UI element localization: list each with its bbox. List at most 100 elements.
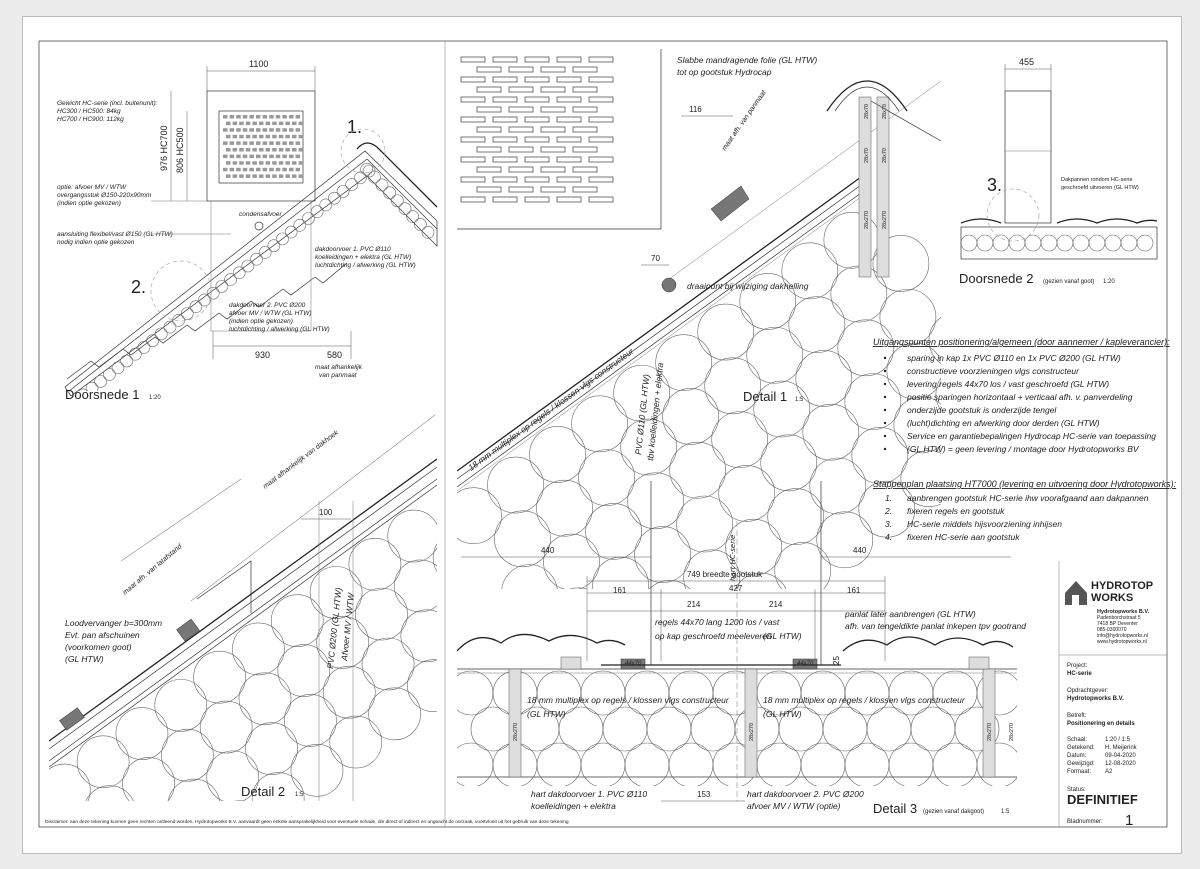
meta-value: 1:20 / 1:5 bbox=[1105, 737, 1131, 743]
subtitle-detail-3: (gezien vanaf dakgoot) bbox=[923, 809, 984, 815]
sheet-number: 1 bbox=[1125, 812, 1133, 829]
subtitle-doorsnede-2: (gezien vanaf goot) bbox=[1043, 279, 1094, 285]
section-detail-2: 100 Loodvervanger b=300mm Evt. pan afsch… bbox=[49, 414, 437, 801]
svg-text:koelleidingen + elektra (GL HT: koelleidingen + elektra (GL HTW) bbox=[315, 254, 411, 261]
stap-number: 4. bbox=[885, 532, 892, 542]
marker-1: 1. bbox=[347, 117, 362, 137]
svg-text:maat afh. van panmaat: maat afh. van panmaat bbox=[721, 89, 768, 153]
svg-text:van panmaat: van panmaat bbox=[319, 372, 358, 379]
svg-text:153: 153 bbox=[697, 790, 711, 799]
svg-text:maat afhankelijk: maat afhankelijk bbox=[315, 364, 363, 371]
drawing-sheet: 1100 976 HC700 806 HC500 930 580 Gewicht… bbox=[22, 16, 1182, 854]
stap-number: 1. bbox=[885, 493, 892, 503]
uitgang-item: Service en garantiebepalingen Hydrocap H… bbox=[907, 431, 1156, 441]
unit-grille bbox=[223, 115, 304, 178]
svg-text:28x70: 28x70 bbox=[864, 104, 870, 119]
disclaimer: Disclaimer: aan deze tekening kunnen gee… bbox=[45, 819, 570, 825]
svg-text:28x270: 28x270 bbox=[749, 723, 755, 741]
svg-text:Opdrachtgever:: Opdrachtgever: bbox=[1067, 688, 1109, 694]
svg-text:28x70: 28x70 bbox=[864, 148, 870, 163]
svg-text:Betreft:: Betreft: bbox=[1067, 713, 1087, 719]
svg-text:HYDROTOP: HYDROTOP bbox=[1091, 580, 1153, 592]
address-line: 085-0300070 bbox=[1097, 627, 1127, 633]
svg-text:28x70: 28x70 bbox=[882, 148, 888, 163]
dim-1100: 1100 bbox=[249, 59, 268, 69]
svg-text:(GL HTW): (GL HTW) bbox=[65, 654, 104, 664]
hc-unit-front bbox=[206, 90, 316, 332]
bullet-icon bbox=[883, 408, 887, 412]
scale-detail-3: 1:5 bbox=[1001, 809, 1010, 815]
svg-text:(indien optie gekozen): (indien optie gekozen) bbox=[229, 318, 293, 325]
svg-text:maat afhankelijk van dakhoek: maat afhankelijk van dakhoek bbox=[262, 429, 340, 490]
stap-item: fixeren regels en gootstuk bbox=[907, 506, 1005, 516]
bullet-icon bbox=[883, 395, 887, 399]
note-dakpannen: Dakpannen rondom HC-serie bbox=[1061, 177, 1133, 183]
svg-text:WORKS: WORKS bbox=[1091, 592, 1133, 604]
section-doorsnede-2: 455 3. Dakpannen rondom HC-serie geschro… bbox=[959, 57, 1158, 286]
notes-block: Uitgangspunten positionering/algemeen (d… bbox=[873, 337, 1177, 542]
svg-text:HC300 / HC500: 84kg: HC300 / HC500: 84kg bbox=[57, 108, 121, 115]
svg-text:nodig indien optie gekozen: nodig indien optie gekozen bbox=[57, 239, 135, 246]
title-detail-1: Detail 1 bbox=[743, 389, 787, 404]
svg-text:op kap geschroefd meeleveren: op kap geschroefd meeleveren bbox=[655, 631, 772, 641]
svg-text:18 mm multiplex op regels / kl: 18 mm multiplex op regels / klossen vlgs… bbox=[466, 345, 636, 472]
svg-text:koelleidingen + elektra: koelleidingen + elektra bbox=[531, 801, 616, 811]
bullet-icon bbox=[883, 447, 887, 451]
meta-value: 09-04-2020 bbox=[1105, 753, 1136, 759]
svg-text:aansluiting flexibel/vast Ø150: aansluiting flexibel/vast Ø150 (GL HTW) bbox=[57, 231, 173, 238]
section-detail-3: hart HC-serie 440 440 749 breedte gootst… bbox=[457, 481, 1026, 816]
stappen-list: 1.aanbrengen gootstuk HC-serie ihw voora… bbox=[884, 493, 1149, 542]
hc-unit-side bbox=[1004, 90, 1052, 224]
address-line: Padenborchstraat 5 bbox=[1097, 615, 1141, 621]
subject: Positionering en details bbox=[1067, 721, 1135, 727]
labels-detail-3: regels 44x70 lang 1200 los / vast op kap… bbox=[527, 609, 1026, 811]
notes-detail-1: Slabbe mandragende folie (GL HTW) tot op… bbox=[466, 55, 817, 473]
svg-text:44x70: 44x70 bbox=[625, 661, 642, 667]
section-doorsnede-1: 1100 976 HC700 806 HC500 930 580 Gewicht… bbox=[57, 59, 438, 402]
svg-text:regels 44x70 lang 1200 los / v: regels 44x70 lang 1200 los / vast bbox=[655, 617, 780, 627]
svg-text:Gewicht HC-serie (incl. buiten: Gewicht HC-serie (incl. buitenunit): bbox=[57, 100, 158, 107]
svg-text:440: 440 bbox=[541, 546, 555, 555]
stappen-heading: Stappenplan plaatsing HT7000 (levering e… bbox=[873, 479, 1177, 489]
title-detail-3: Detail 3 bbox=[873, 801, 917, 816]
condensate-drain-icon bbox=[254, 221, 264, 231]
bullet-icon bbox=[883, 421, 887, 425]
meta-key: Gewijzigd: bbox=[1067, 761, 1095, 767]
label-hart-hc: hart HC-serie bbox=[729, 535, 737, 581]
svg-text:(voorkomen goot): (voorkomen goot) bbox=[65, 642, 132, 652]
svg-text:tot op gootstuk Hydrocap: tot op gootstuk Hydrocap bbox=[677, 67, 772, 77]
marker-3: 3. bbox=[987, 175, 1002, 195]
svg-text:749 breedte gootstuk: 749 breedte gootstuk bbox=[687, 570, 763, 579]
marker-2: 2. bbox=[131, 277, 146, 297]
svg-text:Loodvervanger b=300mm: Loodvervanger b=300mm bbox=[65, 618, 162, 628]
dim-hc700: 976 HC700 bbox=[159, 125, 169, 171]
pivot-point-icon bbox=[661, 277, 677, 293]
svg-text:28x270: 28x270 bbox=[864, 211, 870, 229]
svg-text:afvoer MV / WTW (GL HTW): afvoer MV / WTW (GL HTW) bbox=[229, 310, 312, 317]
meta-key: Schaal: bbox=[1067, 737, 1087, 743]
bullet-icon bbox=[883, 382, 887, 386]
uitgang-item: positie sparingen horizontaal + verticaa… bbox=[906, 392, 1133, 402]
bullet-icon bbox=[883, 434, 887, 438]
scale-detail-1: 1:5 bbox=[795, 397, 804, 403]
address-line: 7418 BP Deventer bbox=[1097, 621, 1138, 627]
dim-70: 70 bbox=[651, 254, 660, 263]
svg-text:afh. van tengeldikte panlat in: afh. van tengeldikte panlat inkepen tpv … bbox=[845, 621, 1026, 631]
stap-item: fixeren HC-serie aan gootstuk bbox=[907, 532, 1020, 542]
svg-text:maat afh. van latafstand: maat afh. van latafstand bbox=[122, 542, 185, 596]
svg-text:Project:: Project: bbox=[1067, 663, 1088, 669]
svg-text:condensafvoer: condensafvoer bbox=[239, 211, 282, 218]
dims-doorsnede-1: 1100 976 HC700 806 HC500 930 580 bbox=[159, 59, 352, 360]
meta-key: Formaat: bbox=[1067, 769, 1091, 775]
svg-text:28x270: 28x270 bbox=[1009, 723, 1015, 741]
scale-doorsnede-2: 1:20 bbox=[1103, 279, 1115, 285]
title-detail-2: Detail 2 bbox=[241, 784, 285, 799]
batten-labels-detail-1: 28x70 28x70 28x70 28x70 28x270 28x270 bbox=[864, 104, 888, 229]
stap-number: 3. bbox=[885, 519, 892, 529]
uitgang-item: onderzijde gootstuk is onderzijde tengel bbox=[907, 405, 1057, 415]
stap-item: HC-serie middels hijsvoorziening inhijse… bbox=[907, 519, 1062, 529]
dim-580: 580 bbox=[327, 350, 342, 360]
client-name: Hydrotopworks B.V. bbox=[1067, 696, 1124, 702]
svg-text:panlat later aanbrengen (GL HT: panlat later aanbrengen (GL HTW) bbox=[844, 609, 976, 619]
